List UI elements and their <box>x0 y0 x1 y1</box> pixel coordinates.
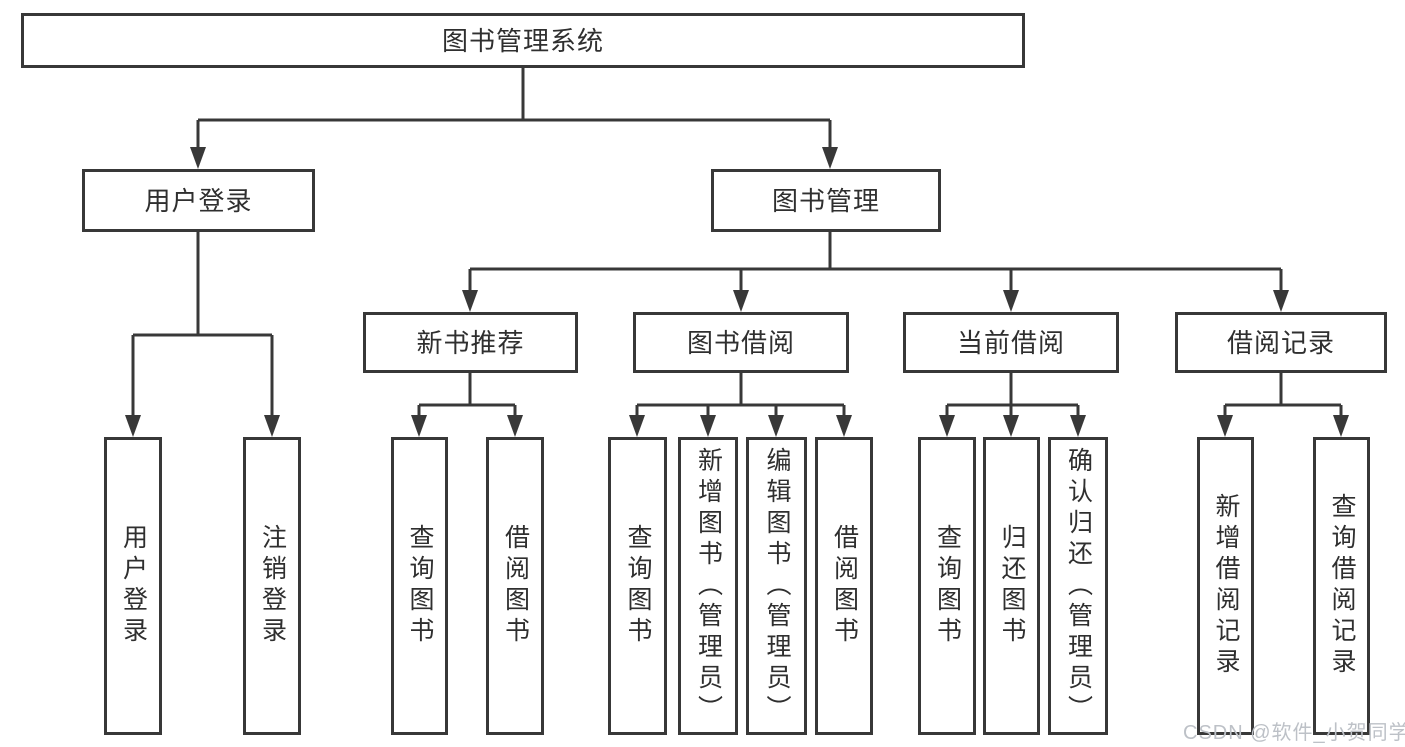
node-user-login: 用户登录 <box>82 169 315 232</box>
node-leaf-add-borrow-record: 新增借阅记录 <box>1197 437 1254 735</box>
node-current-borrowing: 当前借阅 <box>903 312 1119 373</box>
arrowhead-icon <box>733 290 749 312</box>
arrowhead-icon <box>190 147 206 169</box>
arrowhead-icon <box>507 415 523 437</box>
node-leaf-borrow-books-2: 借阅图书 <box>815 437 873 735</box>
arrowhead-icon <box>411 415 427 437</box>
node-leaf-query-borrow-record: 查询借阅记录 <box>1313 437 1370 735</box>
node-library-management-system: 图书管理系统 <box>21 13 1025 68</box>
arrowhead-icon <box>939 415 955 437</box>
arrowhead-icon <box>836 415 852 437</box>
arrowhead-icon <box>768 415 784 437</box>
arrowhead-icon <box>125 415 141 437</box>
arrowhead-icon <box>1333 415 1349 437</box>
arrowhead-icon <box>1217 415 1233 437</box>
node-leaf-logout: 注销登录 <box>243 437 301 735</box>
node-new-book-recommendation: 新书推荐 <box>363 312 578 373</box>
arrowhead-icon <box>700 415 716 437</box>
arrowhead-icon <box>1003 415 1019 437</box>
arrowheads <box>125 147 1349 437</box>
arrowhead-icon <box>822 147 838 169</box>
arrowhead-icon <box>629 415 645 437</box>
arrowhead-icon <box>1003 290 1019 312</box>
node-borrowing-records: 借阅记录 <box>1175 312 1387 373</box>
arrowhead-icon <box>264 415 280 437</box>
node-book-management: 图书管理 <box>711 169 941 232</box>
arrowhead-icon <box>1070 415 1086 437</box>
node-leaf-query-books-3: 查询图书 <box>918 437 976 735</box>
csdn-watermark: CSDN @软件_小贺同学 <box>1183 722 1405 744</box>
node-leaf-user-login: 用户登录 <box>104 437 162 735</box>
node-leaf-return-books: 归还图书 <box>983 437 1040 735</box>
node-leaf-confirm-return-admin: 确认归还（管理员） <box>1048 437 1108 735</box>
arrowhead-icon <box>462 290 478 312</box>
node-book-borrowing: 图书借阅 <box>633 312 849 373</box>
node-leaf-query-books-2: 查询图书 <box>608 437 667 735</box>
node-leaf-edit-books-admin: 编辑图书（管理员） <box>746 437 807 735</box>
arrowhead-icon <box>1273 290 1289 312</box>
node-leaf-query-books-1: 查询图书 <box>391 437 448 735</box>
connector-path <box>131 68 1343 420</box>
node-leaf-add-books-admin: 新增图书（管理员） <box>678 437 738 735</box>
node-leaf-borrow-books-1: 借阅图书 <box>486 437 544 735</box>
